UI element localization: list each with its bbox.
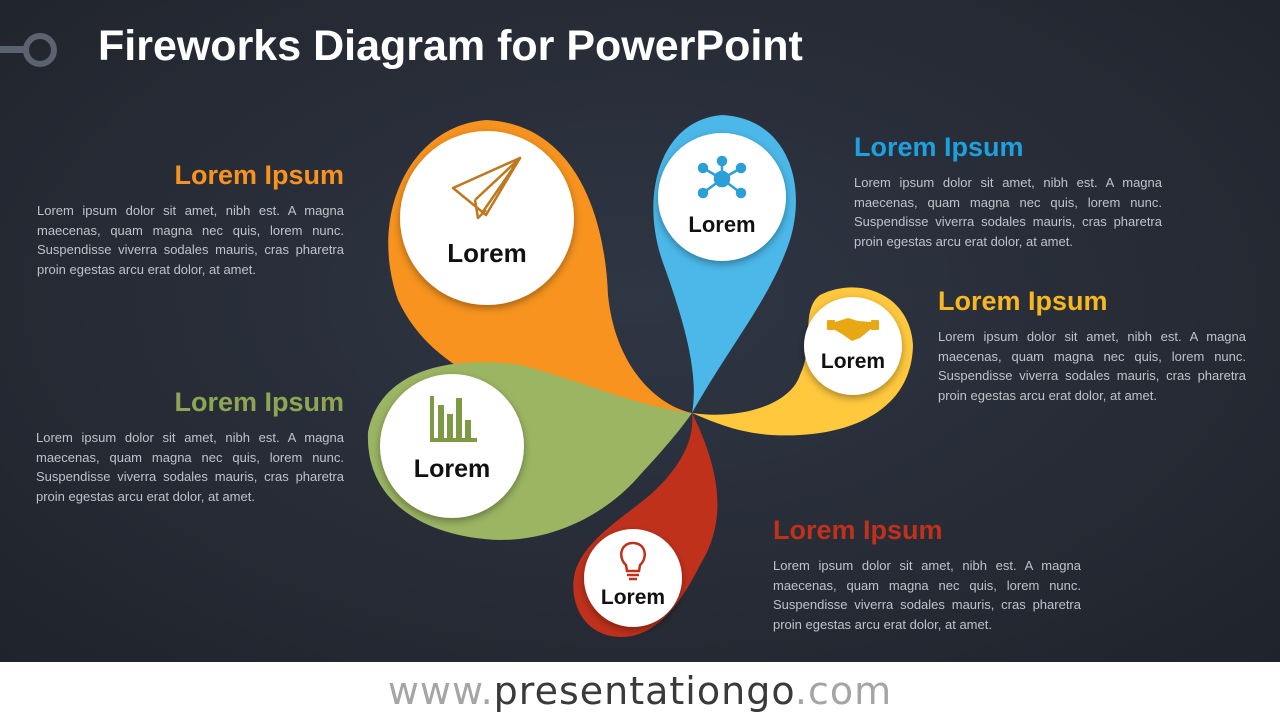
petal-red-label: Lorem [601,586,665,609]
petal-blue-circle [658,133,786,261]
heading-red: Lorem Ipsum [773,515,943,545]
body-orange: Lorem ipsum dolor sit amet, nibh est. A … [37,203,344,277]
heading-yellow: Lorem Ipsum [938,286,1108,316]
petal-blue-label: Lorem [688,212,755,237]
petal-yellow-label: Lorem [821,350,885,373]
heading-orange: Lorem Ipsum [174,160,344,190]
paper-plane-icon [451,156,522,220]
key-icon [0,33,57,67]
petal-red: Lorem [573,413,718,638]
body-green: Lorem ipsum dolor sit amet, nibh est. A … [36,430,344,504]
text-block-red: Lorem Ipsum Lorem ipsum dolor sit amet, … [773,515,1081,634]
text-block-orange: Lorem Ipsum Lorem ipsum dolor sit amet, … [37,160,344,279]
footer-prefix: www. [387,669,494,713]
bar-chart-icon [430,396,477,442]
text-block-green: Lorem Ipsum Lorem ipsum dolor sit amet, … [36,387,344,506]
fireworks-diagram: Lorem Lorem [367,115,913,638]
petal-orange-circle [400,131,574,305]
footer-url: www.presentationgo.com [0,662,1280,720]
petal-green: Lorem [367,362,692,540]
page-title: Fireworks Diagram for PowerPoint [98,22,803,70]
handshake-icon [827,318,879,341]
petal-green-circle [380,374,524,518]
lightbulb-icon [620,541,646,581]
text-block-yellow: Lorem Ipsum Lorem ipsum dolor sit amet, … [938,286,1246,405]
footer-suffix: .com [794,669,893,713]
body-blue: Lorem ipsum dolor sit amet, nibh est. A … [854,175,1162,249]
slide: Fireworks Diagram for PowerPoint Lorem [0,0,1280,662]
body-red: Lorem ipsum dolor sit amet, nibh est. A … [773,558,1081,632]
petal-yellow-circle [804,297,902,395]
network-hub-icon [697,155,747,199]
heading-blue: Lorem Ipsum [854,132,1024,162]
petal-blue: Lorem [653,115,796,413]
body-yellow: Lorem ipsum dolor sit amet, nibh est. A … [938,329,1246,403]
petal-orange: Lorem [388,120,692,414]
heading-green: Lorem Ipsum [174,387,344,417]
text-block-blue: Lorem Ipsum Lorem ipsum dolor sit amet, … [854,132,1162,251]
footer-domain: presentationgo [493,669,795,713]
petal-green-label: Lorem [414,455,490,483]
petal-orange-label: Lorem [447,238,526,268]
petal-yellow: Lorem [692,287,913,436]
